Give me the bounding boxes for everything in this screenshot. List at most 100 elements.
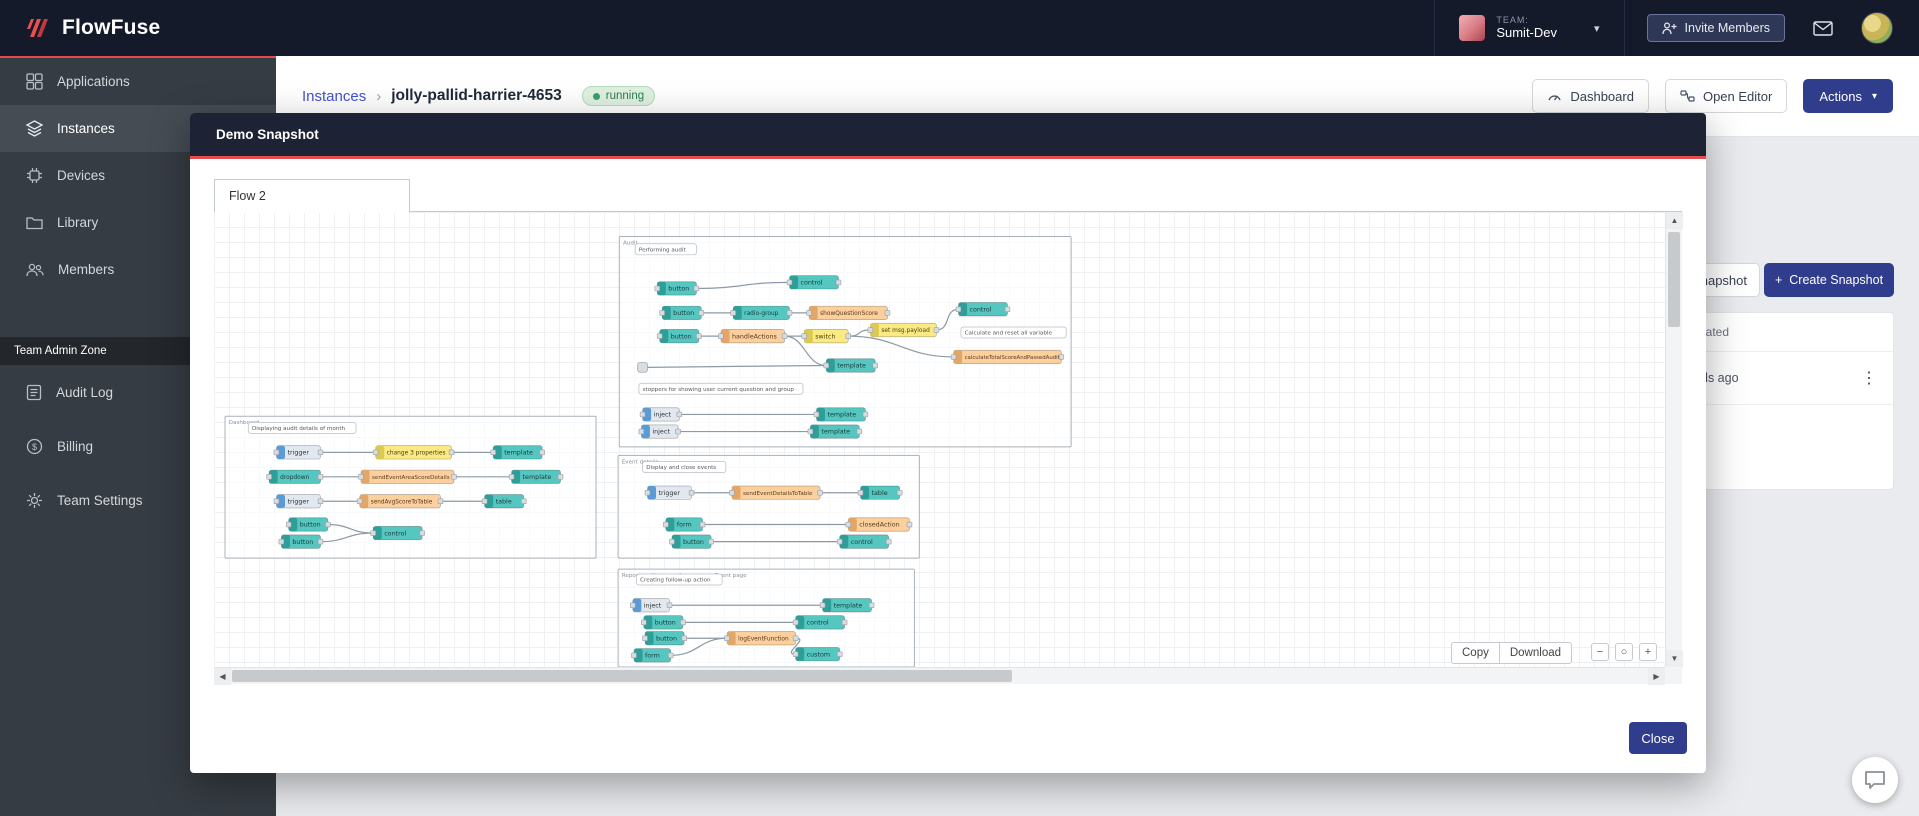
modal-title: Demo Snapshot bbox=[216, 127, 319, 142]
svg-text:template: template bbox=[827, 412, 856, 419]
sidebar-item-team-settings[interactable]: Team Settings bbox=[0, 473, 276, 527]
svg-text:sendEventAreaScoreDetails: sendEventAreaScoreDetails bbox=[372, 475, 450, 481]
flow-node: Calculate and reset all variable bbox=[960, 326, 1067, 339]
flow-node: button bbox=[641, 615, 686, 630]
flow-node: calculateTotalScoreAndPassedAudit bbox=[950, 349, 1065, 365]
flow-node: button bbox=[669, 534, 714, 549]
flow-wire bbox=[848, 335, 954, 358]
sidebar-item-label: Devices bbox=[57, 168, 106, 183]
svg-text:switch: switch bbox=[815, 333, 835, 340]
breadcrumb-separator-icon: › bbox=[376, 87, 382, 105]
sidebar-item-library[interactable]: Library bbox=[0, 199, 276, 246]
breadcrumb-instances-link[interactable]: Instances bbox=[302, 87, 367, 105]
svg-text:trigger: trigger bbox=[287, 450, 309, 457]
close-button[interactable]: Close bbox=[1629, 722, 1687, 754]
scroll-down-arrow[interactable]: ▼ bbox=[1666, 650, 1683, 667]
sidebar-item-label: Instances bbox=[57, 121, 115, 136]
status-label: running bbox=[605, 90, 645, 102]
svg-text:handleActions: handleActions bbox=[732, 333, 777, 340]
scroll-up-arrow[interactable]: ▲ bbox=[1666, 212, 1683, 229]
snapshot-time-partial: ds ago bbox=[1701, 371, 1739, 385]
sidebar-item-audit-log[interactable]: Audit Log bbox=[0, 365, 276, 419]
svg-text:control: control bbox=[969, 306, 991, 313]
flow-wire bbox=[320, 532, 374, 543]
team-avatar bbox=[1459, 15, 1486, 41]
flow-node: set msg.payload bbox=[867, 322, 940, 338]
sidebar-item-billing[interactable]: $ Billing bbox=[0, 419, 276, 473]
tab-flow-2[interactable]: Flow 2 bbox=[214, 179, 410, 213]
flow-node: template bbox=[823, 358, 878, 373]
scroll-left-arrow[interactable]: ◀ bbox=[214, 668, 231, 685]
zoom-in-button[interactable]: + bbox=[1639, 643, 1657, 661]
user-avatar[interactable] bbox=[1861, 12, 1893, 44]
zoom-controls: − ○ + bbox=[1591, 643, 1657, 661]
flow-node: sendEventAreaScoreDetails bbox=[358, 469, 457, 484]
download-button[interactable]: Download bbox=[1498, 642, 1573, 664]
members-icon bbox=[26, 263, 44, 276]
flow-node: control bbox=[792, 615, 848, 630]
svg-text:template: template bbox=[821, 429, 850, 436]
zoom-reset-button[interactable]: ○ bbox=[1615, 643, 1633, 661]
open-editor-button[interactable]: Open Editor bbox=[1664, 79, 1788, 113]
copy-button[interactable]: Copy bbox=[1451, 642, 1500, 664]
sidebar-item-members[interactable]: Members bbox=[0, 246, 276, 293]
scroll-right-arrow[interactable]: ▶ bbox=[1648, 668, 1665, 685]
vertical-scroll-thumb[interactable] bbox=[1668, 232, 1680, 327]
gear-icon bbox=[27, 492, 42, 508]
create-snapshot-button[interactable]: + Create Snapshot bbox=[1764, 263, 1894, 297]
flow-node: showQuestionScore bbox=[806, 305, 891, 321]
flow-node: switch bbox=[801, 329, 852, 344]
svg-text:inject: inject bbox=[654, 412, 672, 419]
breadcrumb: Instances › jolly-pallid-harrier-4653 ru… bbox=[302, 86, 656, 106]
svg-text:control: control bbox=[801, 280, 823, 287]
invite-members-button[interactable]: Invite Members bbox=[1646, 14, 1785, 42]
svg-text:radio-group: radio-group bbox=[744, 311, 778, 317]
modal-header: Demo Snapshot bbox=[190, 113, 1706, 156]
status-badge: running bbox=[581, 86, 656, 106]
flow-node: sendEventDetailsToTable bbox=[729, 485, 823, 500]
svg-text:table: table bbox=[496, 498, 512, 505]
flow-node: button bbox=[659, 305, 705, 321]
vertical-scrollbar[interactable]: ▲ ▼ bbox=[1665, 212, 1683, 667]
flow-wire bbox=[670, 637, 728, 656]
topbar: FlowFuse TEAM: Sumit-Dev ▾ Invite Member… bbox=[0, 0, 1919, 56]
create-snapshot-label: Create Snapshot bbox=[1789, 273, 1884, 287]
sidebar-item-applications[interactable]: Applications bbox=[0, 58, 276, 105]
svg-text:custom: custom bbox=[807, 651, 830, 658]
flow-node: button bbox=[278, 534, 324, 549]
svg-text:Audit: Audit bbox=[623, 240, 639, 246]
mail-icon[interactable] bbox=[1813, 20, 1833, 36]
audit-log-icon bbox=[26, 384, 42, 400]
svg-text:closedAction: closedAction bbox=[859, 522, 899, 529]
flow-editor-icon bbox=[1680, 90, 1695, 102]
horizontal-scroll-thumb[interactable] bbox=[232, 670, 1012, 682]
scrollbar-corner bbox=[1665, 667, 1682, 684]
svg-text:trigger: trigger bbox=[287, 498, 309, 505]
svg-text:control: control bbox=[807, 620, 829, 627]
flow-node: logEventFunction bbox=[724, 631, 799, 646]
svg-text:button: button bbox=[656, 635, 677, 642]
dashboard-button[interactable]: Dashboard bbox=[1532, 79, 1649, 113]
horizontal-scrollbar[interactable]: ◀ ▶ bbox=[214, 667, 1665, 685]
brand: FlowFuse bbox=[0, 15, 160, 41]
actions-button[interactable]: Actions ▾ bbox=[1803, 79, 1893, 113]
sidebar-item-devices[interactable]: Devices bbox=[0, 152, 276, 199]
kebab-menu-icon[interactable]: ⋮ bbox=[1861, 370, 1877, 387]
team-selector[interactable]: TEAM: Sumit-Dev ▾ bbox=[1434, 0, 1625, 56]
svg-text:button: button bbox=[292, 539, 313, 546]
svg-text:Displaying audit details of mo: Displaying audit details of month bbox=[252, 426, 346, 432]
zoom-out-button[interactable]: − bbox=[1591, 643, 1609, 661]
flow-node: template bbox=[819, 598, 875, 613]
chevron-down-icon: ▾ bbox=[1594, 22, 1600, 35]
svg-text:template: template bbox=[523, 474, 552, 481]
flow-node: template bbox=[490, 445, 545, 460]
plus-icon: + bbox=[1774, 273, 1783, 287]
flow-node: template bbox=[508, 469, 564, 484]
flow-node: button bbox=[656, 329, 702, 344]
svg-text:template: template bbox=[834, 602, 863, 609]
flow-node bbox=[637, 362, 648, 373]
snapshots-panel-partial: eated ds ago ⋮ bbox=[1688, 312, 1894, 490]
chat-widget-button[interactable] bbox=[1852, 757, 1898, 803]
